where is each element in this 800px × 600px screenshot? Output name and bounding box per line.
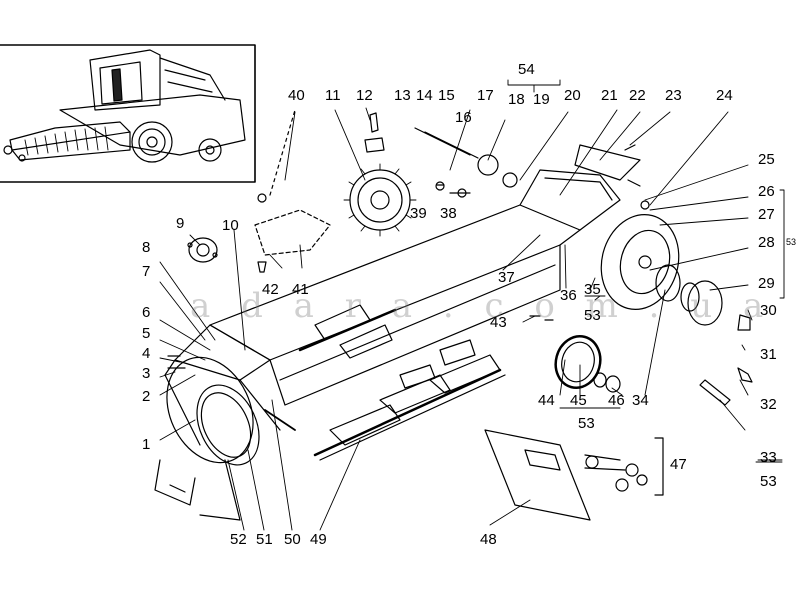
callout-53-mid: 53	[584, 307, 601, 324]
callout-12: 12	[356, 87, 373, 104]
callout-35: 35	[584, 281, 601, 298]
callout-16: 16	[455, 109, 472, 126]
callout-11: 11	[325, 87, 341, 104]
callout-18: 18	[508, 91, 525, 108]
leader-lines	[159, 79, 785, 531]
callout-28: 28	[758, 234, 775, 251]
elevator-housing	[154, 169, 621, 506]
callout-46: 46	[608, 392, 625, 409]
callout-47: 47	[670, 456, 687, 473]
callout-36: 36	[560, 287, 577, 304]
callout-30: 30	[760, 302, 777, 319]
callout-27: 27	[758, 206, 775, 223]
callout-44: 44	[538, 392, 555, 409]
callout-26: 26	[758, 183, 775, 200]
callout-1: 1	[142, 436, 151, 453]
callout-3: 3	[142, 365, 151, 382]
callout-19: 19	[533, 91, 550, 108]
seal-rings	[554, 334, 621, 393]
callout-54: 54	[518, 61, 535, 78]
watermark-text: a d a r a . c o m . u a	[190, 286, 774, 326]
callout-45: 45	[570, 392, 587, 409]
callout-53-right: 53	[760, 473, 777, 490]
callout-20: 20	[564, 87, 581, 104]
callout-53-bracket: 53	[786, 237, 797, 247]
callout-22: 22	[629, 87, 646, 104]
chain-and-flights	[298, 304, 506, 461]
callout-42: 42	[262, 281, 279, 298]
callout-40: 40	[288, 87, 305, 104]
connecting-plate-and-links	[484, 429, 664, 521]
callout-15: 15	[438, 87, 455, 104]
bearing-flange	[187, 237, 218, 263]
callout-9: 9	[176, 215, 185, 232]
callout-29: 29	[758, 275, 775, 292]
callout-2: 2	[142, 388, 151, 405]
callout-4: 4	[142, 345, 151, 362]
callout-7: 7	[142, 263, 151, 280]
callout-50: 50	[284, 531, 301, 548]
callout-38: 38	[440, 205, 457, 222]
callout-41: 41	[292, 281, 309, 298]
callout-14: 14	[416, 87, 433, 104]
callout-24: 24	[716, 87, 733, 104]
callout-34: 34	[632, 392, 649, 409]
callout-53-bottom: 53	[578, 415, 595, 432]
combine-harvester-inset	[0, 44, 256, 183]
callout-49: 49	[310, 531, 327, 548]
callout-5: 5	[142, 325, 151, 342]
callout-33: 33	[760, 449, 777, 466]
callout-13: 13	[394, 87, 411, 104]
callout-8: 8	[142, 239, 151, 256]
callout-6: 6	[142, 304, 151, 321]
callout-43: 43	[490, 314, 507, 331]
callout-48: 48	[480, 531, 497, 548]
callout-39: 39	[410, 205, 427, 222]
callout-23: 23	[665, 87, 682, 104]
callout-51: 51	[256, 531, 273, 548]
callout-21: 21	[601, 87, 618, 104]
callout-31: 31	[760, 346, 777, 363]
callout-17: 17	[477, 87, 494, 104]
callout-10: 10	[222, 217, 239, 234]
drive-pulley	[600, 214, 753, 406]
callout-37: 37	[498, 269, 515, 286]
callout-25: 25	[758, 151, 775, 168]
sprocket-assembly	[343, 112, 417, 237]
callout-32: 32	[760, 396, 777, 413]
fasteners	[167, 109, 650, 521]
callout-52: 52	[230, 531, 247, 548]
